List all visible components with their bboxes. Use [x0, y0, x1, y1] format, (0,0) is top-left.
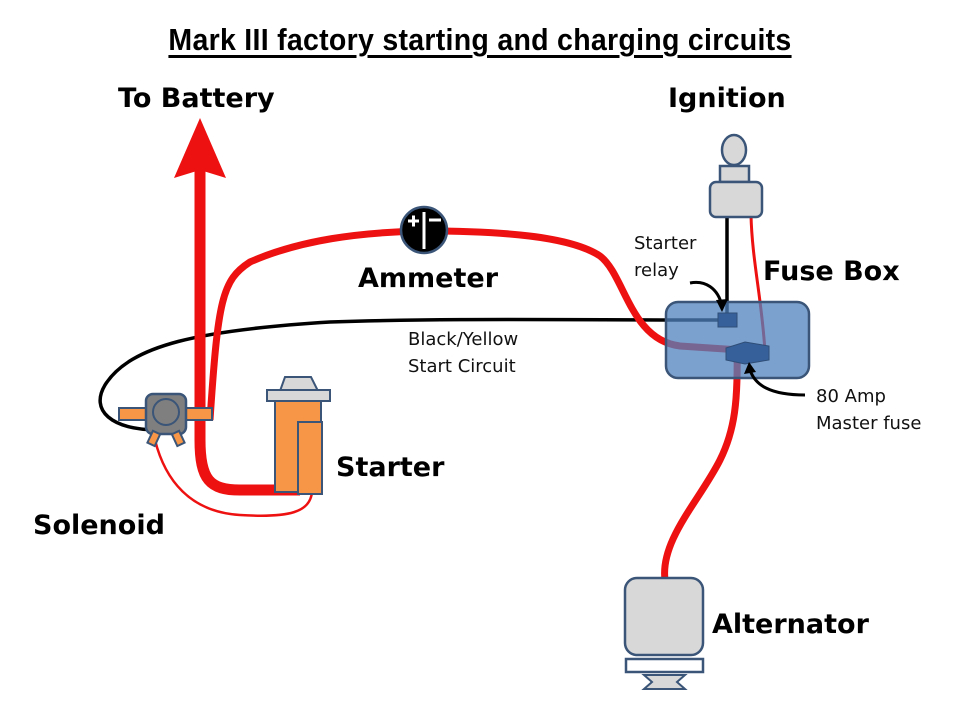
- to-battery-label: To Battery: [118, 83, 275, 114]
- alternator-icon: [623, 576, 705, 690]
- solenoid-label: Solenoid: [33, 510, 165, 541]
- fuse-box: [664, 300, 811, 380]
- alternator-label: Alternator: [712, 609, 869, 640]
- battery-cable: [194, 170, 300, 496]
- starter-relay: [717, 312, 738, 328]
- master-fuse-pointer-head: [744, 362, 756, 374]
- master-fuse: [725, 341, 770, 365]
- start-circuit-line-1: Black/Yellow: [408, 329, 519, 350]
- start-circuit-wire: [98, 317, 726, 432]
- fuse-box-label: Fuse Box: [763, 256, 900, 287]
- start-circuit-annotation: Black/Yellow Start Circuit: [408, 326, 518, 380]
- battery-arrow-head: [174, 118, 226, 178]
- ignition-label: Ignition: [668, 83, 786, 114]
- starter-relay-line-1: Starter: [634, 233, 697, 254]
- master-fuse-line-2: Master fuse: [816, 413, 922, 434]
- page-title: Mark III factory starting and charging c…: [168, 22, 792, 57]
- ammeter-label: Ammeter: [358, 263, 499, 294]
- solenoid-icon: [118, 392, 213, 448]
- master-fuse-annotation: 80 Amp Master fuse: [816, 383, 921, 437]
- starter-relay-line-2: relay: [634, 260, 679, 281]
- start-circuit-line-2: Start Circuit: [408, 356, 516, 377]
- ammeter-icon: [399, 205, 449, 255]
- solenoid-starter-wire: [153, 439, 314, 517]
- master-fuse-line-1: 80 Amp: [816, 386, 886, 407]
- starter-relay-annotation: Starter relay: [634, 230, 696, 284]
- starter-relay-pointer-head: [716, 299, 728, 312]
- master-fuse-pointer: [748, 369, 806, 397]
- starter-icon: [266, 376, 331, 495]
- starter-label: Starter: [336, 452, 445, 483]
- alternator-wire: [661, 349, 741, 581]
- ignition-switch-icon: [708, 133, 764, 219]
